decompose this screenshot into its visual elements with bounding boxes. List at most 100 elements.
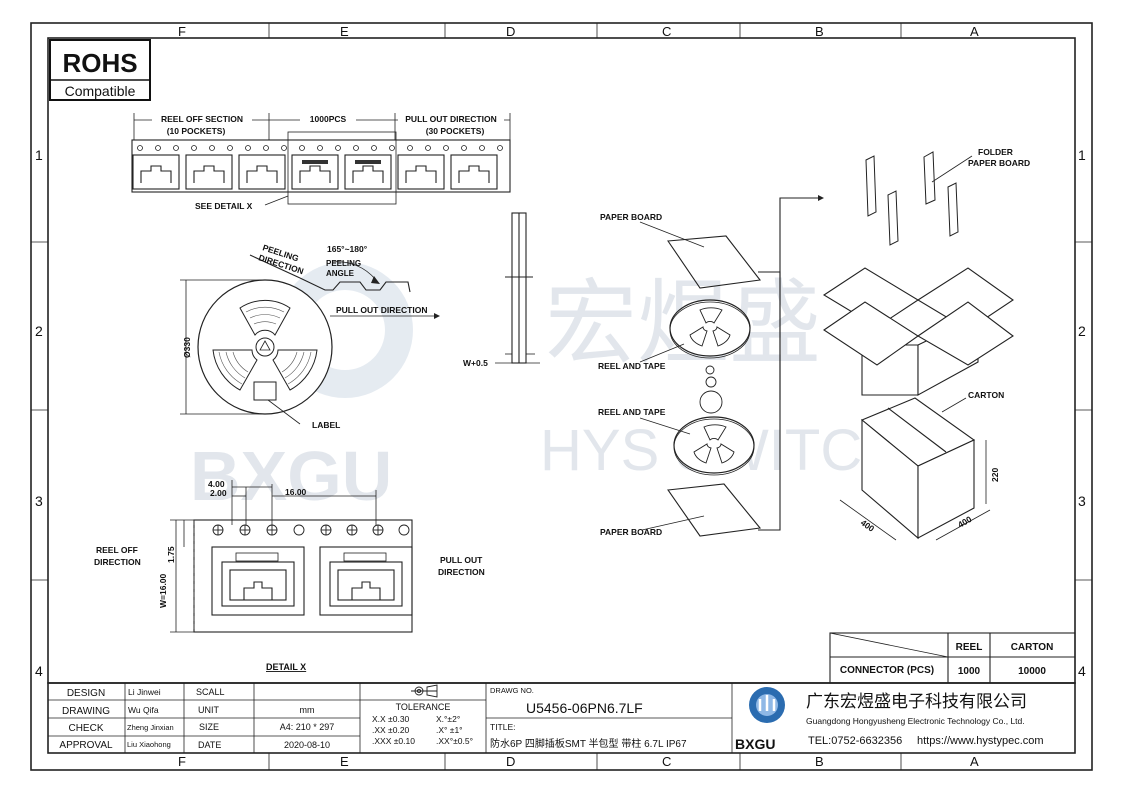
dim-175: 1.75 xyxy=(166,546,176,563)
paper-board-bottom: PAPER BOARD xyxy=(600,527,662,537)
zone-letter: E xyxy=(340,24,349,39)
unit-value: mm xyxy=(300,705,315,715)
carton-height: 220 xyxy=(990,468,1000,482)
value-reel: 1000 xyxy=(958,666,981,677)
zone-letter: F xyxy=(178,24,186,39)
zone-letter: F xyxy=(178,754,186,769)
zone-number: 2 xyxy=(1078,323,1086,339)
tol-x: X.X ±0.30 xyxy=(372,714,410,724)
pull-out-dir-1: PULL OUT xyxy=(440,555,483,565)
company-cn: 广东宏煜盛电子科技有限公司 xyxy=(806,692,1027,711)
drawing-no-value: U5456-06PN6.7LF xyxy=(526,700,643,716)
qty-label: 1000PCS xyxy=(310,114,347,124)
tape-section: REEL OFF SECTION (10 POCKETS) 1000PCS PU… xyxy=(131,113,511,211)
paper-board-top: PAPER BOARD xyxy=(600,212,662,222)
projection-symbol-icon xyxy=(411,684,438,698)
dim-w: W=16.00 xyxy=(158,573,168,608)
zone-letter: B xyxy=(815,24,824,39)
rohs-subtitle: Compatible xyxy=(65,83,136,99)
check-name: Zheng Jinxian xyxy=(127,723,174,732)
tol-angle-3: .XX°±0.5° xyxy=(436,736,473,746)
pull-out-pockets: (30 POCKETS) xyxy=(426,126,485,136)
zone-letter: D xyxy=(506,754,515,769)
carton-label: CARTON xyxy=(968,390,1004,400)
dim-16: 16.00 xyxy=(285,487,307,497)
website: https://www.hystypec.com xyxy=(917,735,1044,747)
title-value: 防水6P 四脚插板SMT 半包型 带柱 6.7L IP67 xyxy=(490,737,687,750)
outer-border xyxy=(30,22,1093,771)
dim-4: 4.00 xyxy=(208,479,225,489)
reel-off-label: REEL OFF SECTION xyxy=(161,114,243,124)
pull-out-label: PULL OUT DIRECTION xyxy=(405,114,496,124)
drawing-label: DRAWING xyxy=(62,706,110,717)
design-label: DESIGN xyxy=(67,688,105,699)
dim-2: 2.00 xyxy=(210,488,227,498)
reel-off-dir-1: REEL OFF xyxy=(96,545,138,555)
detail-x: 4.00 2.00 16.00 xyxy=(94,479,485,672)
reel-tape-label-2: REEL AND TAPE xyxy=(598,407,666,417)
zone-letter: A xyxy=(970,754,979,769)
peeling-angle-1: PEELING xyxy=(326,259,361,268)
zone-letters: F E D C B A F E D C B A xyxy=(178,24,979,769)
carton-width: 400 xyxy=(859,517,877,533)
header-carton: CARTON xyxy=(1011,642,1054,653)
zone-number: 3 xyxy=(1078,493,1086,509)
reel-off-pockets: (10 POCKETS) xyxy=(167,126,226,136)
zone-letter: D xyxy=(506,24,515,39)
zone-numbers: 1 2 3 4 1 2 3 4 xyxy=(35,147,1086,679)
see-detail-label: SEE DETAIL X xyxy=(195,201,253,211)
size-value: A4: 210 * 297 xyxy=(280,722,335,732)
date-value: 2020-08-10 xyxy=(284,740,330,750)
phone: TEL:0752-6632356 xyxy=(808,735,902,747)
header-reel: REEL xyxy=(956,642,983,653)
zone-letter: C xyxy=(662,24,671,39)
zone-letter: E xyxy=(340,754,349,769)
label-callout: LABEL xyxy=(312,420,340,430)
packing-diagram: FOLDER PAPER BOARD PAPER BOARD REEL AND … xyxy=(598,147,1030,541)
zone-letter: C xyxy=(662,754,671,769)
logo-text: BXGU xyxy=(735,736,775,752)
zone-number: 4 xyxy=(35,663,43,679)
zone-number: 4 xyxy=(1078,663,1086,679)
watermark-logo: BXGU xyxy=(190,437,392,515)
title-block: DESIGN DRAWING CHECK APPROVAL Li Jinwei … xyxy=(48,683,1044,753)
peeling-angle-2: ANGLE xyxy=(326,269,355,278)
rohs-title: ROHS xyxy=(62,48,137,78)
tol-xx: .XX ±0.20 xyxy=(372,725,410,735)
company-en: Guangdong Hongyusheng Electronic Technol… xyxy=(806,716,1025,726)
zone-number: 1 xyxy=(35,147,43,163)
approval-name: Liu Xiaohong xyxy=(127,740,171,749)
company-logo-icon: BXGU xyxy=(735,687,785,752)
check-label: CHECK xyxy=(68,723,103,734)
pull-out-dir-2: DIRECTION xyxy=(438,567,485,577)
size-label: SIZE xyxy=(199,722,219,732)
reel-off-dir-2: DIRECTION xyxy=(94,557,141,567)
drawing-name: Wu Qifa xyxy=(128,705,159,715)
zone-number: 3 xyxy=(35,493,43,509)
folder-label-1: FOLDER xyxy=(978,147,1013,157)
row-label: CONNECTOR (PCS) xyxy=(840,665,934,676)
reel-tape-label-1: REEL AND TAPE xyxy=(598,361,666,371)
width-dim: W+0.5 xyxy=(463,358,488,368)
tolerance-label: TOLERANCE xyxy=(396,702,451,712)
drawing-no-label: DRAWG NO. xyxy=(490,686,534,695)
zone-letter: B xyxy=(815,754,824,769)
scall-label: SCALL xyxy=(196,687,225,697)
zone-number: 1 xyxy=(1078,147,1086,163)
tol-angle-2: .X° ±1° xyxy=(436,725,463,735)
zone-letter: A xyxy=(970,24,979,39)
design-name: Li Jinwei xyxy=(128,687,161,697)
folder-label-2: PAPER BOARD xyxy=(968,158,1030,168)
quantity-table: REEL CARTON CONNECTOR (PCS) 1000 10000 xyxy=(829,632,1076,684)
tol-xxx: .XXX ±0.10 xyxy=(372,736,415,746)
detail-x-title: DETAIL X xyxy=(266,662,306,672)
zone-number: 2 xyxy=(35,323,43,339)
unit-label: UNIT xyxy=(198,705,219,715)
approval-label: APPROVAL xyxy=(59,740,113,751)
pull-out-direction: PULL OUT DIRECTION xyxy=(336,305,427,315)
tol-angle-1: X.°±2° xyxy=(436,714,460,724)
peeling-angle-value: 165°~180° xyxy=(327,244,368,254)
zone-ticks xyxy=(31,23,1092,770)
value-carton: 10000 xyxy=(1018,666,1046,677)
